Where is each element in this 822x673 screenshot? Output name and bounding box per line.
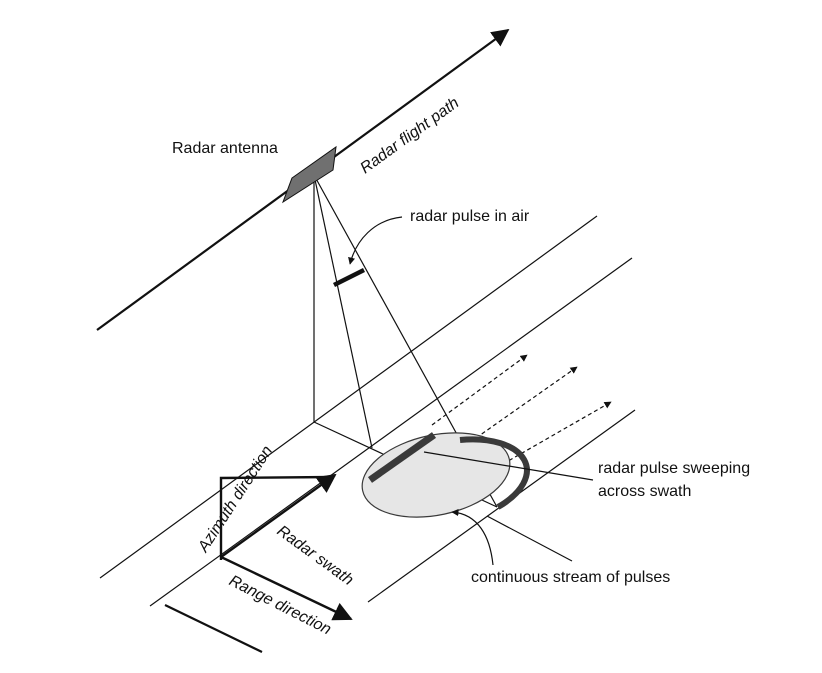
continuous-stream-leader [486, 515, 573, 562]
radar-antenna-label: Radar antenna [172, 140, 278, 157]
return-arrow-1 [431, 354, 528, 426]
radar-pulse-sweeping-label-line2: across swath [598, 483, 691, 500]
pulse-in-air-curve-arrow [348, 216, 403, 265]
beam-near-line [313, 174, 373, 449]
ground-lower-line [164, 604, 263, 653]
pulse-stream-edge [459, 436, 530, 510]
continuous-stream-curve-arrow [451, 508, 494, 566]
sweeping-pulse-bar [367, 432, 437, 483]
radar-antenna-panel [282, 145, 337, 204]
range-direction-arrow [220, 555, 353, 621]
return-arrow-2 [475, 366, 578, 439]
pulse-in-air-bar [332, 267, 366, 288]
sweeping-pulse-leader [423, 451, 594, 481]
continuous-stream-label: continuous stream of pulses [471, 569, 670, 586]
azimuth-direction-arrowhead [220, 473, 337, 558]
ground-outer-edge-left [99, 215, 598, 579]
radar-pulse-in-air-label: radar pulse in air [410, 208, 530, 225]
radar-flight-path-label: Radar flight path [357, 94, 462, 177]
range-direction-label: Range direction [226, 572, 334, 638]
radar-swath-label: Radar swath [274, 522, 357, 589]
radar-pulse-sweeping-label-line1: radar pulse sweeping [598, 460, 750, 477]
swath-near-edge [149, 257, 633, 607]
azimuth-direction-arrow [219, 475, 335, 560]
